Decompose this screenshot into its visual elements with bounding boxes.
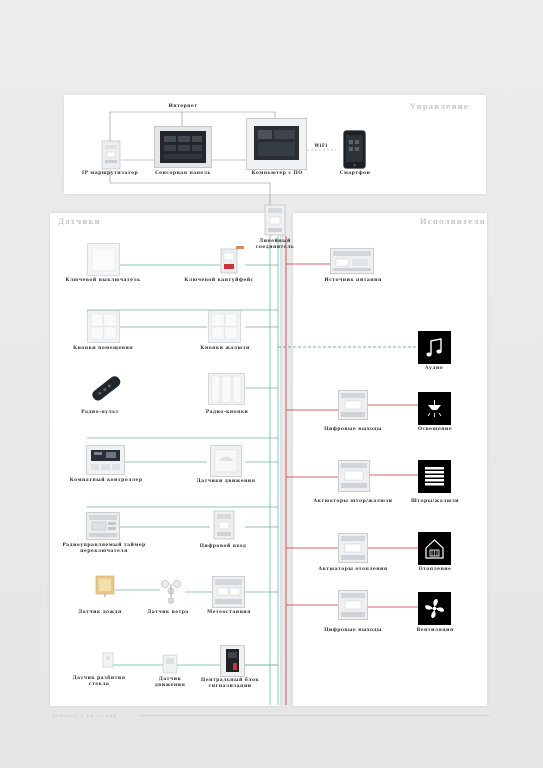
blinds-label: Шторы/жалюзи <box>411 499 459 504</box>
motion-sensor-device <box>210 445 242 477</box>
touch-panel-label: Сенсорная панель <box>155 171 211 176</box>
smartphone-device <box>343 130 366 169</box>
motion-sensor-label: Датчики движения <box>196 479 256 484</box>
wind-sensor-label: Датчик ветра <box>147 610 189 615</box>
heating-label: Отопление <box>418 567 452 572</box>
radio-timer-device <box>86 512 120 540</box>
radio-buttons-label: Радио-кнопки <box>205 410 249 415</box>
radio-remote-device <box>92 376 121 401</box>
digital-input-label: Цифровой вход <box>199 544 247 549</box>
ip-router-device <box>101 140 121 170</box>
shutter-buttons-label: Кнопки жалюзи <box>200 346 250 351</box>
digital-outputs-2-label: Цифровые выходы <box>324 628 382 633</box>
actuators-panel <box>293 213 487 706</box>
line-coupler-label: Линейный соединитель <box>255 239 295 250</box>
room-buttons-label: Кнопки помещения <box>72 346 134 351</box>
blinds-icon <box>418 460 451 493</box>
internet-label: Интернет <box>168 104 198 109</box>
digital-input-device <box>213 510 235 540</box>
alarm-unit-device <box>220 645 245 677</box>
heating-actuators-device <box>338 533 368 563</box>
sensors-section-title: Датчики <box>58 217 101 226</box>
key-switch-label: Ключевой выключатель <box>65 278 141 283</box>
wifi-label: WiFi <box>314 144 328 149</box>
alarm-unit-label: Центральный блок сигнализации <box>200 678 260 689</box>
control-section-title: Управление <box>410 102 470 111</box>
radio-remote-label: Радио-пульт <box>81 410 119 415</box>
glass-break-label: Датчик разбития стекла <box>72 676 126 687</box>
motion-detector-device <box>162 654 178 674</box>
room-controller-label: Комнатный контроллер <box>69 478 143 483</box>
power-lines <box>285 236 420 705</box>
room-controller-device <box>86 445 125 475</box>
music-note-icon <box>418 331 451 364</box>
rain-sensor-device <box>95 575 115 597</box>
digital-outputs-1-device <box>338 390 368 420</box>
key-card-label: Ключевой кантуйфейс <box>184 278 254 283</box>
power-supply-device <box>330 248 374 274</box>
weather-station-device <box>212 576 245 608</box>
digital-outputs-1-label: Цифровые выходы <box>324 427 382 432</box>
ventilation-label: Вентиляция <box>416 628 454 633</box>
power-supply-label: Источник питания <box>324 278 382 283</box>
key-switch-device <box>87 243 120 276</box>
lamp-icon <box>418 392 451 425</box>
key-card-device <box>220 246 244 274</box>
computer-label: Компьютер с ПО <box>251 171 303 176</box>
heating-actuators-label: Актюаторы отопления <box>318 567 388 572</box>
weather-station-label: Метеостанция <box>207 610 251 615</box>
touch-panel-device <box>154 126 212 168</box>
smartphone-label: Смартфон <box>339 171 371 176</box>
glass-break-device <box>102 652 114 668</box>
footer-text: ABB/KNX 2 KB Ki/ABB <box>52 713 118 718</box>
radio-timer-label: Радиоуправляемый таймер переключателя <box>62 543 146 554</box>
ip-router-label: IP маршрутизатор <box>81 171 139 176</box>
lighting-label: Освещение <box>417 427 453 432</box>
rain-sensor-label: Датчик дождя <box>78 610 122 615</box>
blind-actuators-device <box>338 460 370 492</box>
shutter-buttons-device <box>208 310 241 343</box>
actuators-section-title: Исполнители <box>420 217 486 226</box>
computer-device <box>246 118 307 170</box>
fan-icon <box>418 592 451 625</box>
wind-sensor-device <box>161 580 181 604</box>
bus-lines <box>87 207 279 705</box>
blind-actuators-label: Актюаторы штор/жалюзи <box>313 499 393 504</box>
audio-link <box>278 346 421 362</box>
footer-divider <box>140 715 490 716</box>
digital-outputs-2-device <box>338 590 368 620</box>
motion-detector-label: Датчик движения <box>154 677 186 688</box>
audio-label: Аудио <box>424 366 444 371</box>
radio-buttons-device <box>208 373 245 405</box>
house-heating-icon <box>418 532 451 565</box>
line-coupler-device <box>264 204 286 236</box>
room-buttons-device <box>87 310 120 343</box>
